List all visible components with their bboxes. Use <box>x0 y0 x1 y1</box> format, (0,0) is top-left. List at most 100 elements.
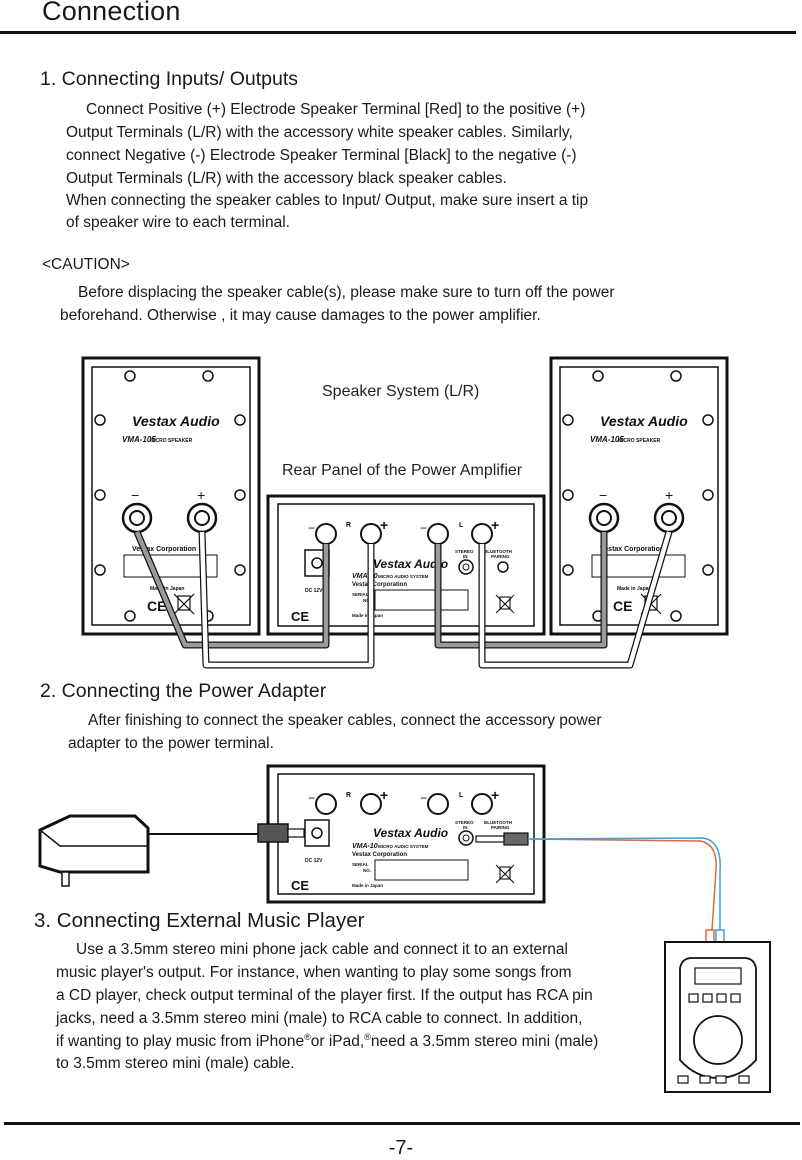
amp-bluetooth-label: BLUETOOTH <box>484 820 512 825</box>
amp-brand-logo: Vestax Audio <box>373 826 448 840</box>
svg-text:+: + <box>380 787 388 803</box>
speaker-brand-logo: Vestax Audio <box>600 413 688 429</box>
amp-model-suffix: MICRO AUDIO SYSTEM <box>378 574 429 579</box>
caution-line-1: Before displacing the speaker cable(s), … <box>78 284 615 301</box>
amp-dc-label: DC 12V <box>305 588 323 594</box>
registered-mark: ® <box>364 1032 371 1042</box>
amp-model: VMA-10 <box>352 843 378 850</box>
amp-brand-logo: Vestax Audio <box>373 557 448 571</box>
section1-line-3: connect Negative (-) Electrode Speaker T… <box>66 147 577 164</box>
speaker-model-suffix: MICRO SPEAKER <box>618 438 661 444</box>
amplifier-rear-panel: R L + + − − DC 12V Vestax Audio VMA-10 M… <box>266 764 546 904</box>
section1-line-4: Output Terminals (L/R) with the accessor… <box>66 170 507 187</box>
power-adapter <box>38 814 305 887</box>
amp-model: VMA-10 <box>352 573 378 580</box>
speaker-cables <box>133 530 673 669</box>
speaker-minus-label: − <box>599 487 607 503</box>
speaker-corp-label: Vestax Corporation <box>132 546 196 553</box>
amp-channel-l: L <box>459 792 464 799</box>
ce-mark: CE <box>291 609 309 624</box>
rear-panel-label: Rear Panel of the Power Amplifier <box>282 462 523 479</box>
amp-l-plus-terminal <box>471 523 493 545</box>
section1-line-1: Connect Positive (+) Electrode Speaker T… <box>86 101 586 118</box>
speaker-model: VMA-105 <box>590 435 624 444</box>
amp-r-plus-terminal <box>360 523 382 545</box>
amp-made-in: Made in Japan <box>352 883 383 888</box>
amp-model-suffix: MICRO AUDIO SYSTEM <box>378 844 429 849</box>
amp-stereo-in-label: STEREO <box>455 820 474 825</box>
ce-mark: CE <box>147 598 166 614</box>
section3-line-5: if wanting to play music from iPhone®or … <box>56 1032 598 1051</box>
registered-mark: ® <box>304 1032 311 1042</box>
section1-line-5: When connecting the speaker cables to In… <box>66 192 589 209</box>
section2-line-1: After finishing to connect the speaker c… <box>88 712 602 729</box>
speaker-made-in: Made in Japan <box>150 586 184 592</box>
amp-stereo-in-label-2: IN <box>463 825 468 830</box>
section3-line-4: jacks, need a 3.5mm stereo mini (male) t… <box>56 1010 583 1027</box>
section3-line-6: to 3.5mm stereo mini (male) cable. <box>56 1055 295 1072</box>
player-display <box>694 967 742 985</box>
section3-line-5a: if wanting to play music from iPhone <box>56 1033 305 1051</box>
rca-plug-red <box>705 929 715 943</box>
jog-wheel <box>693 1015 743 1065</box>
right-speaker: Vestax Audio VMA-105 MICRO SPEAKER − + V… <box>549 356 729 636</box>
caution-label: <CAUTION> <box>42 256 130 273</box>
amp-corp-label: Vestax Corporation <box>352 852 407 858</box>
rca-plug-blue <box>715 929 725 943</box>
amp-channel-r: R <box>346 792 351 799</box>
stereo-mini-cable <box>475 832 725 943</box>
weee-icon <box>495 864 515 884</box>
amp-r-minus-terminal <box>315 523 337 545</box>
amp-serial-no-label: NO. <box>363 868 371 873</box>
svg-text:+: + <box>491 787 499 803</box>
bottom-divider <box>4 1122 800 1125</box>
top-divider <box>0 31 796 34</box>
speaker-minus-label: − <box>131 487 139 503</box>
section3-line-1: Use a 3.5mm stereo mini phone jack cable… <box>76 941 568 958</box>
section2-line-2: adapter to the power terminal. <box>68 735 274 752</box>
section1-line-6: of speaker wire to each terminal. <box>66 214 290 231</box>
speaker-system-label: Speaker System (L/R) <box>322 383 479 400</box>
amp-corp-label: Vestax Corporation <box>352 582 407 588</box>
page-title: Connection <box>42 0 181 26</box>
speaker-model-suffix: MICRO SPEAKER <box>150 438 193 444</box>
page-number: -7- <box>388 1137 414 1159</box>
speaker-plus-label: + <box>665 487 673 503</box>
svg-text:+: + <box>380 517 388 533</box>
speaker-wiring-diagram: Speaker System (L/R) Rear Panel of the P… <box>81 356 729 669</box>
left-speaker: Vestax Audio VMA-105 MICRO SPEAKER − + V… <box>81 356 261 636</box>
section3-line-5b: or iPad, <box>310 1033 365 1051</box>
amp-stereo-in-label: STEREO <box>455 549 474 554</box>
svg-text:−: − <box>420 791 427 805</box>
weee-icon <box>495 594 515 614</box>
svg-text:−: − <box>308 791 315 805</box>
amp-bluetooth-label: BLUETOOTH <box>484 549 512 554</box>
amp-serial-label: SERIAL <box>352 592 369 597</box>
section3-line-2: music player's output. For instance, whe… <box>56 964 572 981</box>
section3-heading: 3. Connecting External Music Player <box>34 909 365 932</box>
speaker-corp-label: Vestax Corporation <box>600 546 664 553</box>
section1-heading: 1. Connecting Inputs/ Outputs <box>40 68 298 90</box>
amp-dc-label: DC 12V <box>305 858 323 864</box>
amp-serial-label: SERIAL <box>352 862 369 867</box>
svg-text:+: + <box>491 517 499 533</box>
amp-channel-r: R <box>346 522 351 529</box>
speaker-plus-label: + <box>197 487 205 503</box>
weee-icon <box>173 593 195 615</box>
speaker-model: VMA-105 <box>122 435 156 444</box>
music-player <box>664 941 771 1093</box>
section1-line-2: Output Terminals (L/R) with the accessor… <box>66 124 573 141</box>
dc-plug <box>257 823 289 843</box>
section2-heading: 2. Connecting the Power Adapter <box>40 680 327 702</box>
amp-stereo-in-label-2: IN <box>463 554 468 559</box>
section3-line-3: a CD player, check output terminal of th… <box>56 987 593 1004</box>
amp-pairing-label: PAIRING <box>491 825 510 830</box>
amp-serial-no-label: NO. <box>363 598 371 603</box>
ce-mark: CE <box>613 598 632 614</box>
speaker-made-in: Made in Japan <box>617 586 651 592</box>
svg-text:−: − <box>420 521 427 535</box>
bluetooth-pairing-button <box>497 561 509 573</box>
amp-pairing-label: PAIRING <box>491 554 510 559</box>
speaker-brand-logo: Vestax Audio <box>132 413 220 429</box>
amp-l-minus-terminal <box>427 523 449 545</box>
